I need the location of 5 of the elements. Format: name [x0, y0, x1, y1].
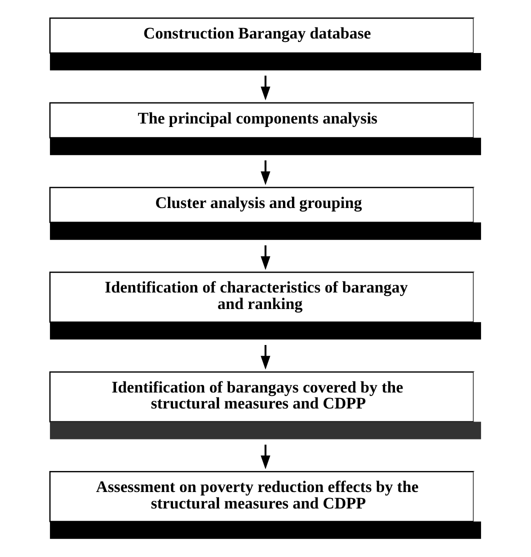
arrow [260, 245, 270, 270]
arrow [260, 160, 270, 186]
arrow [260, 76, 270, 100]
arrow [260, 444, 270, 470]
arrow [260, 345, 270, 370]
